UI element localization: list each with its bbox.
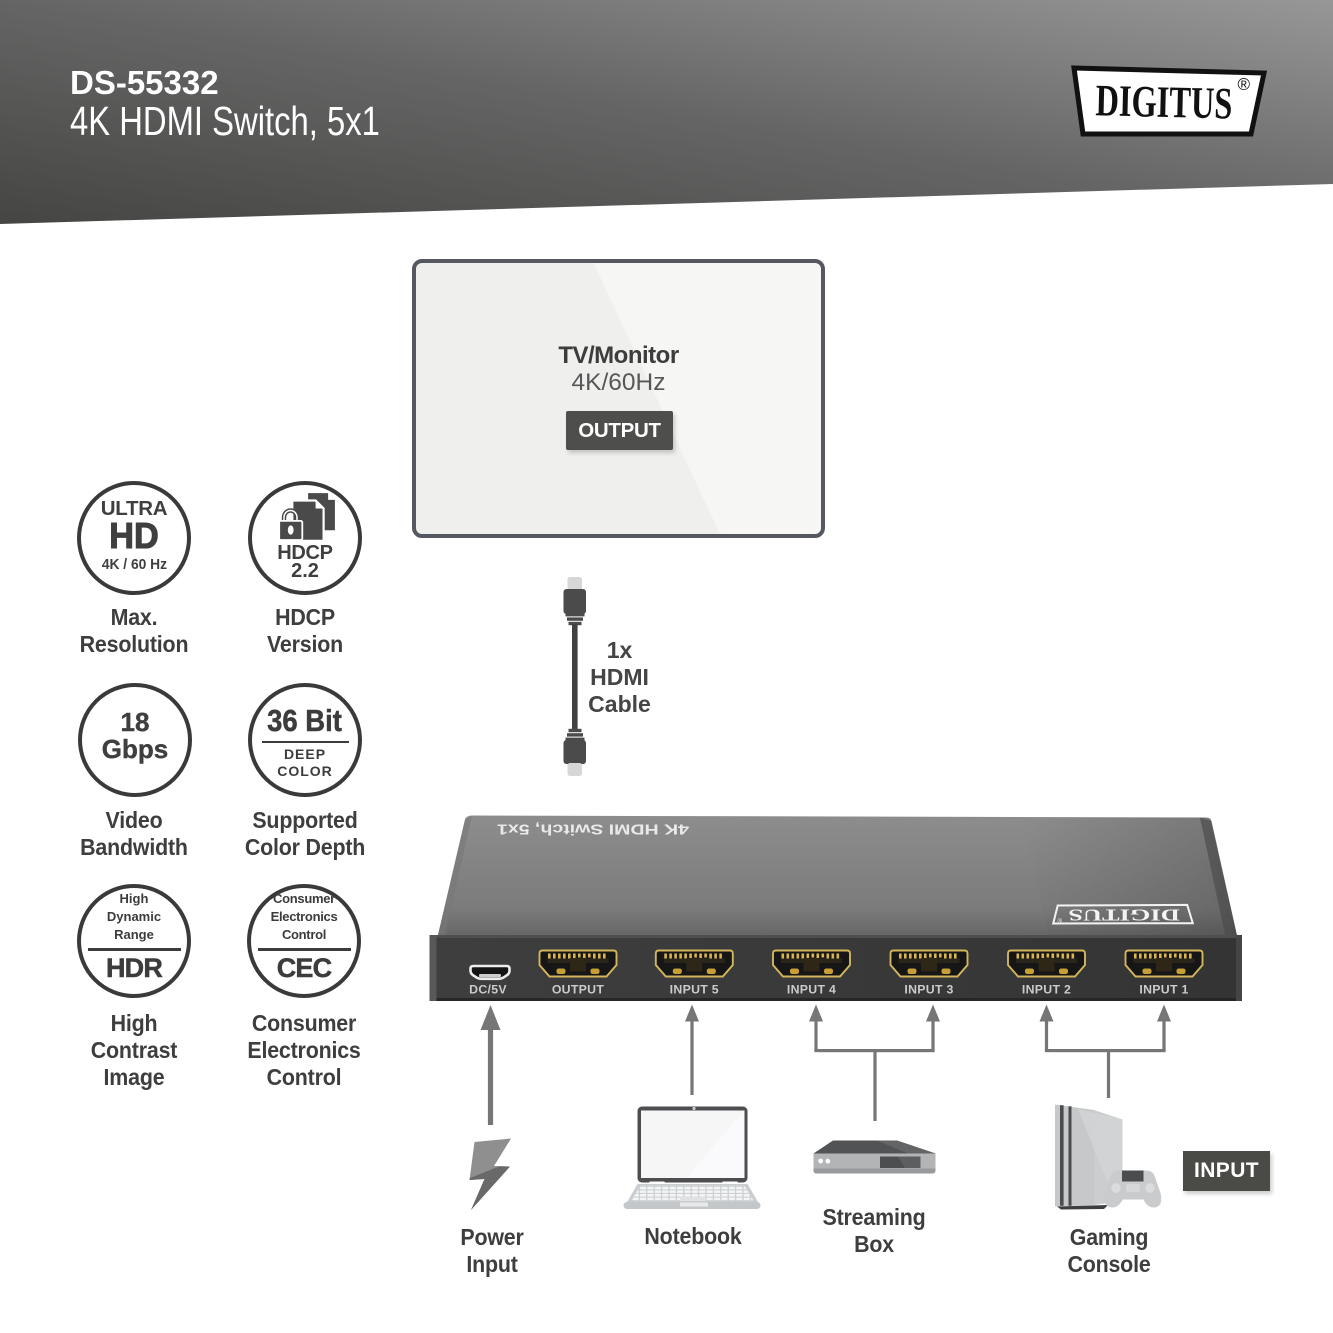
svg-text:DIGITUS: DIGITUS <box>1095 76 1233 129</box>
svg-text:INPUT 2: INPUT 2 <box>1022 983 1071 997</box>
svg-text:INPUT 5: INPUT 5 <box>670 983 719 997</box>
svg-text:DC/5V: DC/5V <box>469 983 507 997</box>
svg-text:®: ® <box>1237 75 1250 94</box>
svg-text:4K HDMI Switch, 5x1: 4K HDMI Switch, 5x1 <box>497 821 689 837</box>
svg-text:INPUT 1: INPUT 1 <box>1139 983 1188 997</box>
svg-text:DIGITUS: DIGITUS <box>1068 906 1179 925</box>
svg-text:®: ® <box>1057 916 1062 923</box>
svg-text:OUTPUT: OUTPUT <box>552 983 605 997</box>
svg-text:INPUT 3: INPUT 3 <box>904 983 953 997</box>
svg-text:INPUT 4: INPUT 4 <box>787 983 836 997</box>
